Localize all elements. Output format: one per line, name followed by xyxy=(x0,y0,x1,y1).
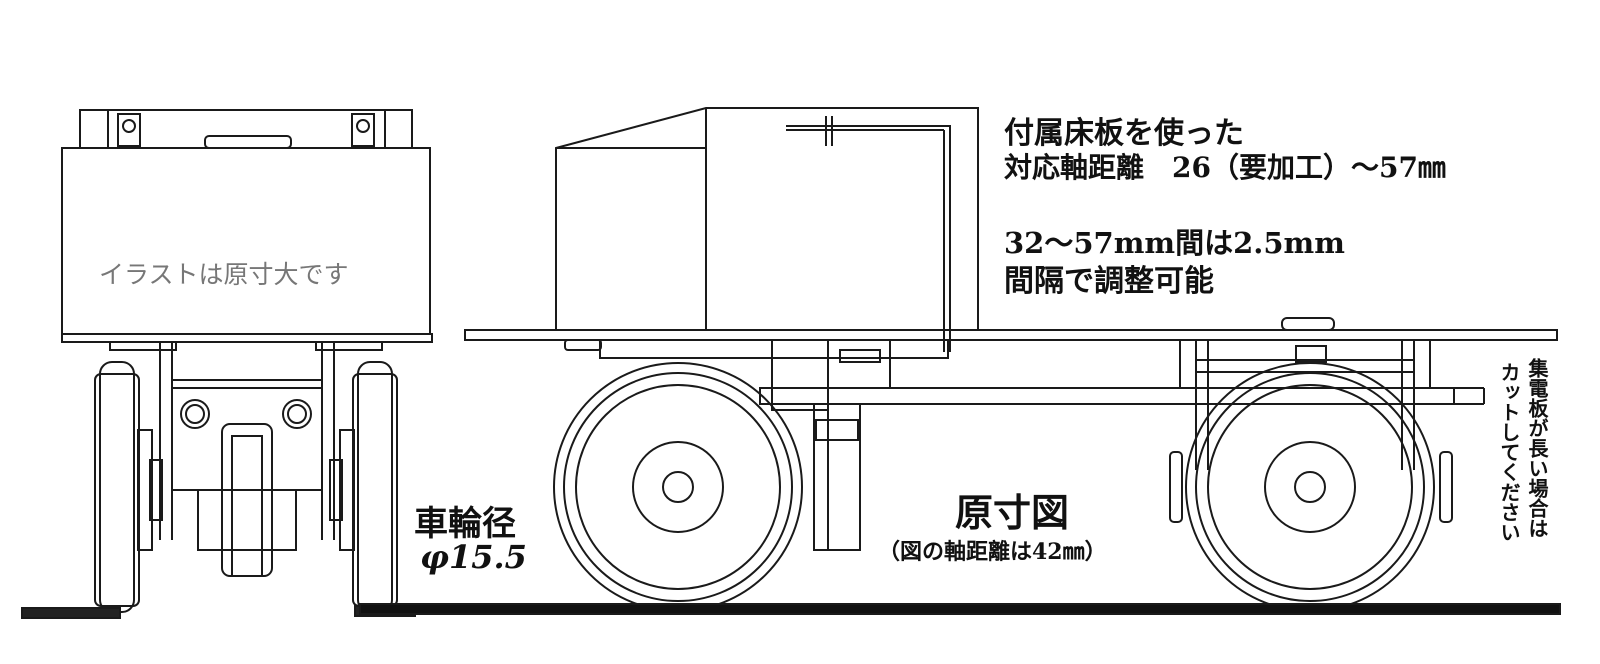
front-view xyxy=(21,109,433,619)
front-box xyxy=(61,147,431,335)
front-wheel-left xyxy=(94,373,140,607)
side-view xyxy=(359,107,1561,615)
front-floor-plate xyxy=(61,333,433,343)
collector-note-col1: 集電板が長い場合は xyxy=(1525,358,1549,538)
side-wheel-left xyxy=(553,362,803,612)
side-wheel-right xyxy=(1169,362,1453,612)
floor-board-note-line1: 付属床板を使った xyxy=(1004,116,1244,151)
wheel-diameter-label: 車輪径 xyxy=(414,504,516,544)
spacing-note-line1: 32～57mm間は2.5mm xyxy=(1004,226,1345,260)
spacing-note-line2: 間隔で調整可能 xyxy=(1004,264,1214,299)
front-center-wheel xyxy=(221,423,273,577)
illustration-note: イラストは原寸大です xyxy=(99,260,349,289)
rail-left xyxy=(21,607,121,619)
collector-note-col2: カットしてください xyxy=(1497,362,1521,542)
scale-title: 原寸図 xyxy=(955,490,1070,535)
front-hole-left xyxy=(180,399,210,429)
side-center-post xyxy=(813,403,861,551)
front-top-bracket xyxy=(79,109,413,149)
scale-subtitle: （図の軸距離は42㎜） xyxy=(878,539,1107,565)
side-floor-plate xyxy=(464,329,1558,341)
side-rail xyxy=(359,603,1561,615)
side-box xyxy=(555,107,979,331)
front-wheel-right xyxy=(352,373,398,607)
floor-board-note-line2: 対応軸距離 26（要加工）～57㎜ xyxy=(1004,151,1446,184)
front-hole-right xyxy=(282,399,312,429)
wheel-diameter-value: φ15.5 xyxy=(420,538,527,576)
